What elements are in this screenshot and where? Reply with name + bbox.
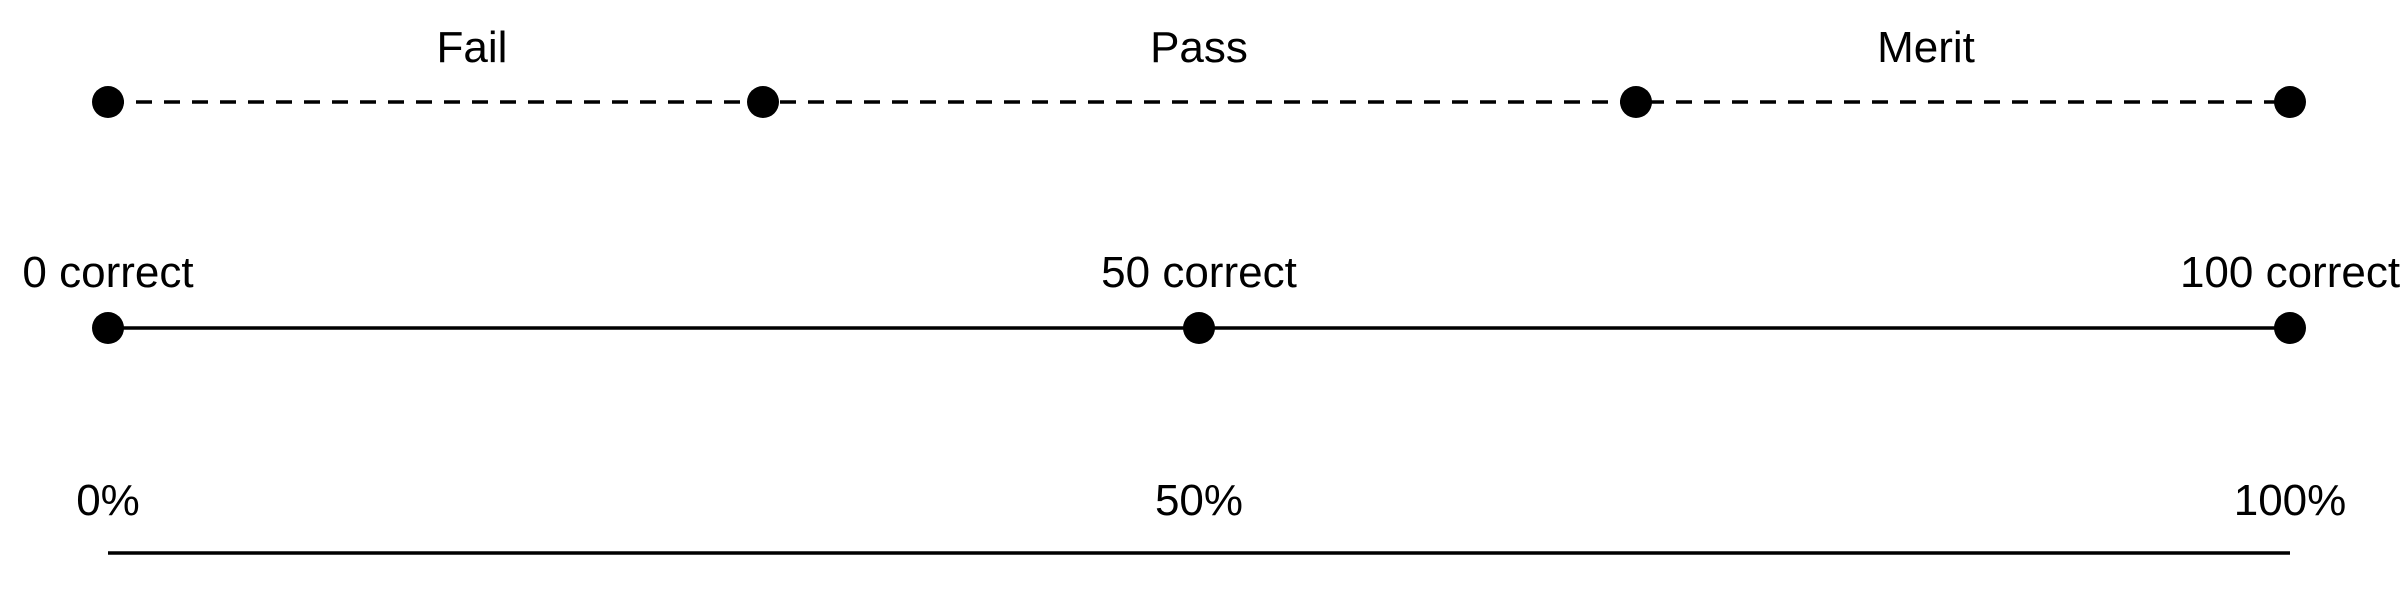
percent-axis-row: 0% 50% 100%	[76, 476, 2347, 555]
score-label-0: 0 correct	[22, 248, 193, 297]
grade-label-merit: Merit	[1877, 23, 1975, 72]
score-dot	[1183, 312, 1215, 344]
score-row: 0 correct 50 correct 100 correct	[22, 248, 2400, 344]
grade-boundary-dot	[92, 86, 124, 118]
percent-label-0: 0%	[76, 476, 140, 525]
score-dot	[92, 312, 124, 344]
grade-boundary-dot	[747, 86, 779, 118]
grade-label-pass: Pass	[1150, 23, 1248, 72]
grade-band-row: Fail Pass Merit	[92, 23, 2306, 118]
score-label-100: 100 correct	[2180, 248, 2400, 297]
grade-boundary-dot	[1620, 86, 1652, 118]
percent-label-50: 50%	[1155, 476, 1243, 525]
grade-boundary-dot	[2274, 86, 2306, 118]
percent-label-100: 100%	[2234, 476, 2347, 525]
score-dot	[2274, 312, 2306, 344]
grade-label-fail: Fail	[437, 23, 508, 72]
score-label-50: 50 correct	[1101, 248, 1297, 297]
